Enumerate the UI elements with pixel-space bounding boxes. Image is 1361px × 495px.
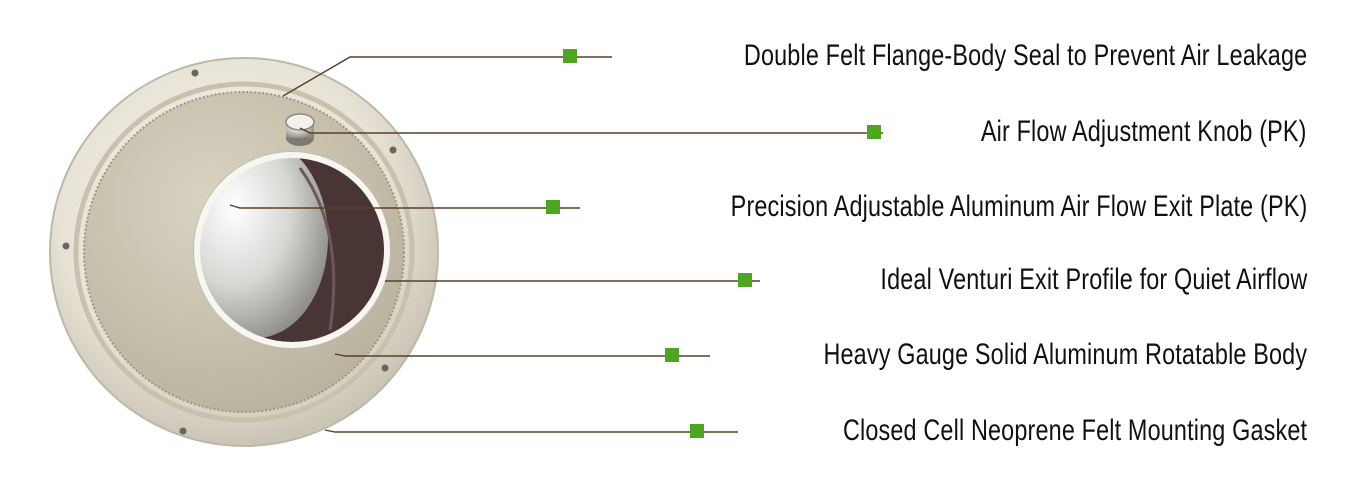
green-square-bullet-icon <box>562 49 577 63</box>
callout-3: Precision Adjustable Aluminum Air Flow E… <box>545 190 1307 224</box>
flange-screw-holes <box>62 69 397 435</box>
callout-6: Closed Cell Neoprene Felt Mounting Gaske… <box>689 414 1307 448</box>
green-square-bullet-icon <box>867 125 882 139</box>
leader-line <box>299 127 883 134</box>
leader-line <box>334 353 710 357</box>
leader-line <box>229 204 580 209</box>
callout-label: Air Flow Adjustment Knob (PK) <box>981 115 1307 148</box>
callout-2: Air Flow Adjustment Knob (PK) <box>867 115 1307 149</box>
callout-label: Precision Adjustable Aluminum Air Flow E… <box>730 190 1307 223</box>
callout-1: Double Felt Flange-Body Seal to Prevent … <box>562 39 1307 73</box>
green-square-bullet-icon <box>737 273 752 287</box>
callout-5: Heavy Gauge Solid Aluminum Rotatable Bod… <box>664 338 1307 372</box>
callout-label: Heavy Gauge Solid Aluminum Rotatable Bod… <box>823 338 1307 371</box>
green-square-bullet-icon <box>545 200 560 214</box>
green-square-bullet-icon <box>664 348 679 362</box>
green-square-bullet-icon <box>689 424 704 438</box>
leader-lines <box>229 56 883 433</box>
leader-line <box>324 429 738 433</box>
callout-label: Closed Cell Neoprene Felt Mounting Gaske… <box>842 414 1307 447</box>
callout-label: Double Felt Flange-Body Seal to Prevent … <box>743 39 1307 72</box>
adjustment-knob <box>285 113 315 146</box>
callout-label: Ideal Venturi Exit Profile for Quiet Air… <box>880 263 1307 296</box>
flange-seal-ring <box>73 81 415 423</box>
leader-line <box>282 56 612 97</box>
callout-4: Ideal Venturi Exit Profile for Quiet Air… <box>737 263 1307 297</box>
